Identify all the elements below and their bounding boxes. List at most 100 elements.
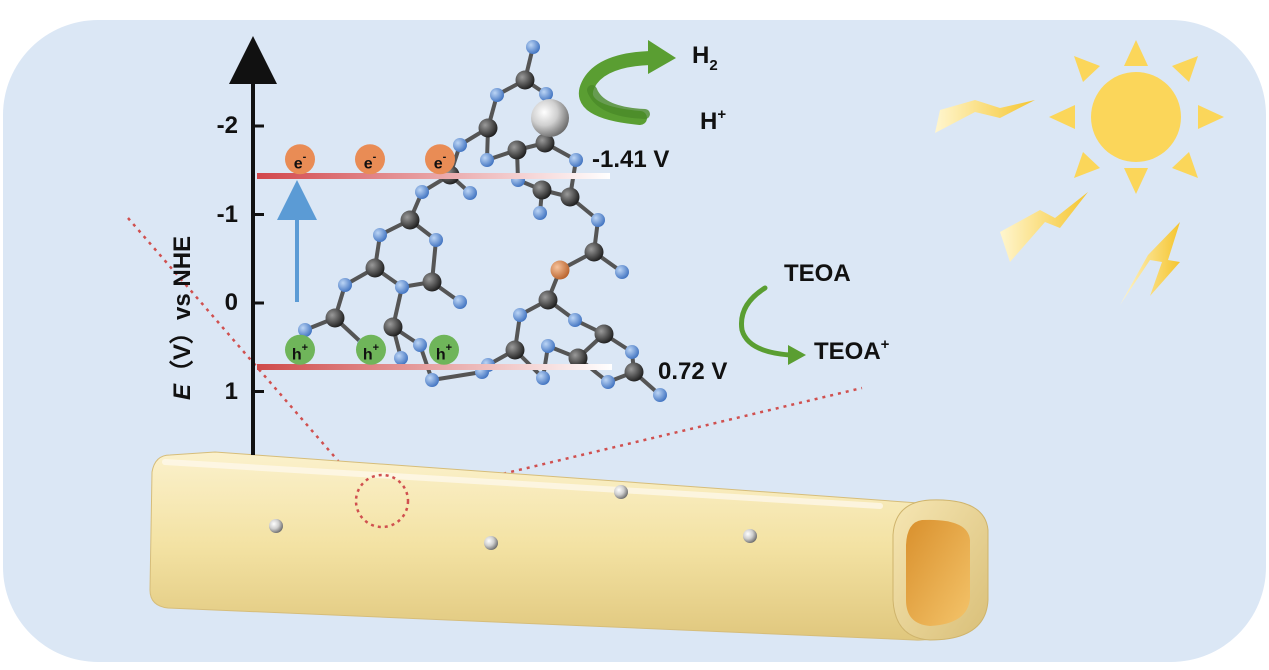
energy-axis (229, 36, 277, 455)
electron-symbol: e (363, 155, 373, 173)
hole-charge: + (445, 341, 453, 354)
nitrogen-atom (395, 280, 409, 294)
carbon-atom (568, 348, 588, 368)
cb-potential-label: -1.41 V (592, 146, 670, 173)
bond (431, 370, 483, 382)
h2-label: H2 (692, 42, 718, 74)
nitrogen-atom (625, 345, 639, 359)
carbon-atom (507, 140, 527, 160)
nitrogen-atom (653, 388, 667, 402)
electron-label: e- (285, 144, 315, 174)
hole-label: h+ (356, 335, 386, 365)
light-bolt-icon (935, 100, 1035, 133)
axis-tick-label: 0 (224, 289, 238, 316)
nitrogen-atom (394, 351, 408, 365)
nitrogen-atom (413, 338, 427, 352)
carbon-atom (505, 340, 525, 360)
nitrogen-atom (453, 138, 467, 152)
dopant-atom (550, 260, 570, 280)
electron-label: e- (355, 144, 385, 174)
axis-tick-label: -1 (216, 200, 238, 228)
carbon-atom (515, 70, 535, 90)
pt-particle (484, 536, 498, 550)
pt-atom (531, 99, 569, 137)
hole-circle (285, 334, 315, 365)
pt-particle (269, 519, 283, 533)
zoom-line-right (409, 386, 863, 498)
nitrogen-atom (526, 40, 540, 54)
carbon-atom (594, 324, 614, 344)
carbon-atom (478, 118, 498, 138)
hole-symbol: h (291, 346, 302, 364)
carbon-atom (325, 308, 345, 328)
nitrogen-atom (533, 206, 547, 220)
axis-title: E（V）vs NHE (169, 236, 196, 400)
nitrogen-atom (490, 88, 504, 102)
nitrogen-atom (615, 265, 629, 279)
hole-circle (356, 334, 386, 365)
carbon-atom (560, 187, 580, 207)
charge-carriers (285, 144, 459, 365)
carbon-atom (538, 290, 558, 310)
h2-subscript: 2 (709, 57, 718, 74)
light-bolt-icon (1120, 222, 1180, 305)
carbon-atom (624, 362, 644, 382)
hole-label: h+ (285, 335, 315, 365)
nitrogen-atom (601, 375, 615, 389)
valence-band-line (257, 364, 612, 370)
axis-tick-label: -2 (216, 112, 238, 139)
electron-charge: - (302, 151, 307, 164)
reduction-arrow (578, 40, 676, 125)
pt-particle (743, 529, 757, 543)
carbon-atom (365, 258, 385, 278)
nitrogen-atom (298, 323, 312, 337)
nitrogen-atom (536, 371, 550, 385)
nitrogen-atom (453, 295, 467, 309)
nitrogen-atom (429, 233, 443, 247)
nitrogen-atom (373, 228, 387, 242)
nitrogen-atom (568, 313, 582, 327)
nitrogen-atom (539, 87, 553, 101)
hole-symbol: h (435, 346, 446, 364)
oxidation-arrow (738, 285, 806, 365)
nitrogen-atom (569, 153, 583, 167)
carbon-atom (535, 133, 555, 153)
h2-main: H (692, 42, 710, 69)
nitrogen-atom (463, 186, 477, 200)
nitrogen-atom (591, 213, 605, 227)
electron-circle (425, 144, 455, 175)
teoa-plus-label: TEOA+ (814, 337, 889, 365)
sun-icon (1049, 40, 1224, 194)
proton-superscript: + (717, 106, 727, 123)
proton-label: H+ (700, 107, 726, 135)
nitrogen-atom (425, 373, 439, 387)
teoa-plus-main: TEOA (814, 338, 881, 365)
vb-potential-label: 0.72 V (658, 358, 728, 385)
conduction-band-line (257, 173, 610, 179)
teoa-plus-superscript: + (880, 336, 890, 353)
hole-symbol: h (362, 346, 373, 364)
light-bolt-icon (1000, 192, 1088, 262)
pt-particle (614, 485, 628, 499)
electron-circle (355, 144, 385, 175)
carbon-atom (532, 180, 552, 200)
nitrogen-atom (541, 339, 555, 353)
nitrogen-atom (480, 153, 494, 167)
hole-circle (429, 334, 459, 365)
nanotube (149, 451, 989, 641)
carbon-atom (400, 210, 420, 230)
nitrogen-atom (338, 278, 352, 292)
carbon-atom (584, 242, 604, 262)
proton-main: H (700, 108, 718, 135)
hole-charge: + (301, 341, 309, 354)
zoom-circle (354, 473, 410, 529)
electron-symbol: e (293, 155, 303, 173)
nitrogen-atom (415, 185, 429, 199)
electron-circle (285, 144, 315, 175)
carbon-atom (383, 317, 403, 337)
teoa-label: TEOA (784, 260, 851, 287)
hole-charge: + (372, 341, 380, 354)
electron-label: e- (425, 144, 455, 174)
